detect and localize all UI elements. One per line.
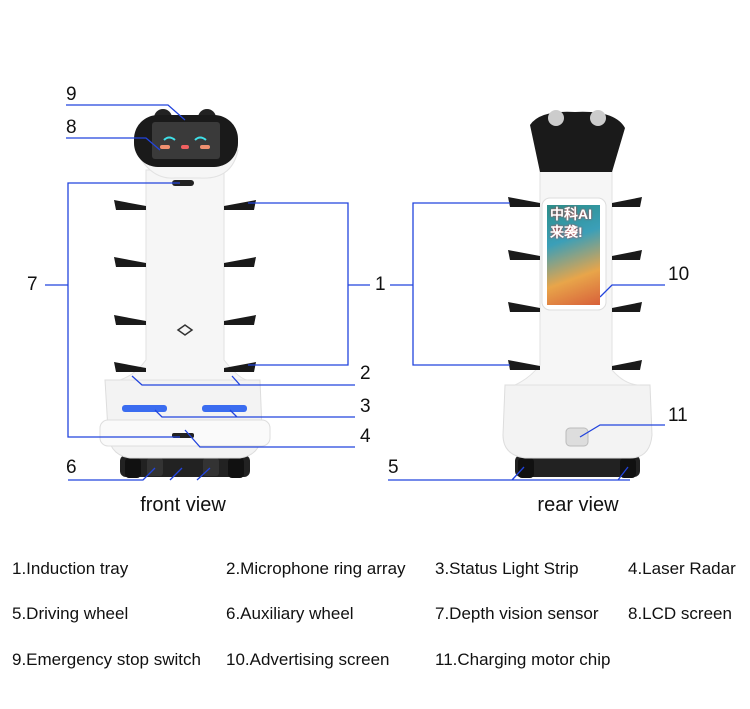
legend-item: 4.Laser Radar <box>628 559 736 578</box>
callout-9: 9 <box>66 84 77 105</box>
callout-11: 11 <box>668 405 688 426</box>
legend-item: 5.Driving wheel <box>12 604 129 623</box>
wheel <box>228 458 244 478</box>
legend-item: 2.Microphone ring array <box>226 559 406 578</box>
callout-10: 10 <box>668 264 690 285</box>
rear-view-label: rear view <box>537 494 619 516</box>
callout-3: 3 <box>360 396 371 417</box>
legend-item: 10.Advertising screen <box>226 650 390 669</box>
legend-item: 1.Induction tray <box>12 559 129 578</box>
callout-4: 4 <box>360 426 371 447</box>
wheel <box>125 458 141 478</box>
charging-port <box>565 427 589 447</box>
legend-item: 7.Depth vision sensor <box>435 604 599 623</box>
legend-item: 8.LCD screen <box>628 604 732 623</box>
callout-7: 7 <box>27 274 38 295</box>
legend-item: 6.Auxiliary wheel <box>226 604 354 623</box>
callout-8: 8 <box>66 117 77 138</box>
callout-6: 6 <box>66 457 77 478</box>
callout-5: 5 <box>388 457 399 478</box>
brand-logo <box>176 324 194 336</box>
callout-2: 2 <box>360 363 371 384</box>
front-view-label: front view <box>140 494 226 516</box>
legend-item: 9.Emergency stop switch <box>12 650 201 669</box>
legend-item: 3.Status Light Strip <box>435 559 579 578</box>
legend-item: 11.Charging motor chip <box>435 650 611 669</box>
callout-lines <box>45 104 665 481</box>
ad-headline: 中科AI <box>550 206 592 222</box>
ad-subheadline: 来袭! <box>550 224 583 240</box>
advertising-screen-content: 中科AI 来袭! <box>547 205 600 305</box>
front-robot <box>99 109 271 478</box>
callout-1: 1 <box>375 274 386 295</box>
